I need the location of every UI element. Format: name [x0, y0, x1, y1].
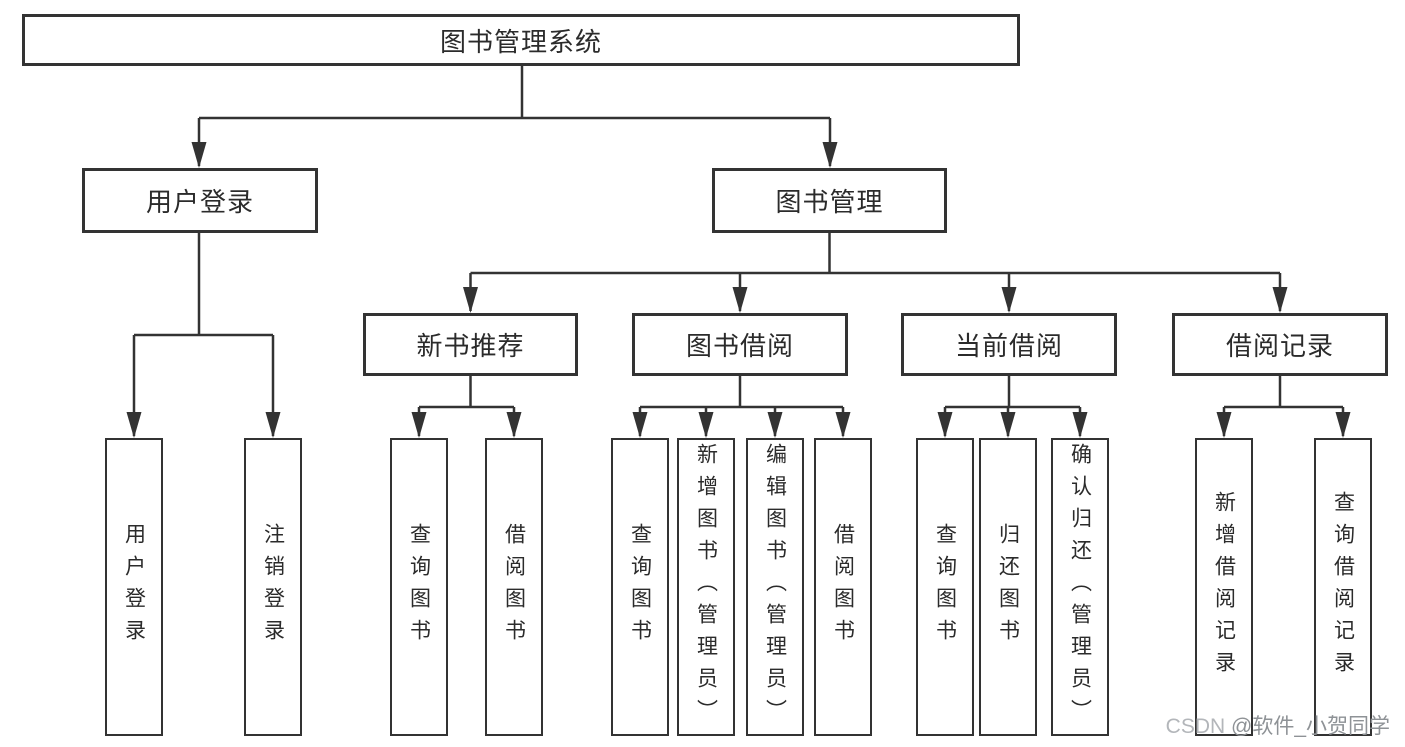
node-book-borrowing: 图书借阅 [632, 313, 848, 376]
node-current-borrowing: 当前借阅 [901, 313, 1117, 376]
arrow-down-icon [126, 412, 142, 438]
leaf-borrow-books-recommend: 借阅图书 [485, 438, 543, 736]
node-label: 图书借阅 [685, 331, 794, 361]
node-label: 借阅记录 [1225, 331, 1334, 361]
arrow-down-icon [265, 412, 281, 438]
node-label: 注销登录 [261, 523, 285, 651]
node-label: 用户登录 [122, 523, 146, 651]
leaf-add-borrow-record: 新增借阅记录 [1195, 438, 1253, 736]
arrow-down-icon [1216, 412, 1232, 438]
node-label: 图书管理系统 [439, 26, 602, 57]
leaf-borrow-books: 借阅图书 [814, 438, 872, 736]
arrow-down-icon [767, 412, 783, 438]
leaf-user-login: 用户登录 [105, 438, 163, 736]
arrow-down-icon [937, 412, 953, 438]
arrow-down-icon [1000, 412, 1016, 438]
node-label: 用户登录 [145, 187, 254, 217]
node-label: 查询图书 [407, 523, 431, 651]
leaf-query-books-current: 查询图书 [916, 438, 974, 736]
node-label: 查询图书 [628, 523, 652, 651]
node-label: 归还图书 [996, 523, 1020, 651]
arrow-down-icon [1335, 412, 1351, 438]
arrow-down-icon [732, 287, 748, 313]
arrow-down-icon [698, 412, 714, 438]
node-label: 借阅图书 [502, 523, 526, 651]
arrow-down-icon [463, 287, 478, 313]
node-label: 查询借阅记录 [1331, 491, 1355, 683]
node-label: 新增图书（管理员） [694, 443, 718, 731]
arrow-down-icon [632, 412, 648, 438]
node-root-system: 图书管理系统 [22, 14, 1020, 66]
node-borrowing-records: 借阅记录 [1172, 313, 1388, 376]
node-book-management: 图书管理 [712, 168, 947, 233]
leaf-query-books-borrowing: 查询图书 [611, 438, 669, 736]
arrow-down-icon [1272, 287, 1288, 313]
node-new-book-recommend: 新书推荐 [363, 313, 578, 376]
leaf-logout: 注销登录 [244, 438, 302, 736]
watermark-author: @软件_小贺同学 [1231, 715, 1390, 738]
connector-edges [132, 66, 1345, 436]
node-label: 查询图书 [933, 523, 957, 651]
node-label: 图书管理 [775, 187, 884, 217]
arrow-down-icon [506, 412, 522, 438]
watermark-site: CSDN [1165, 715, 1231, 738]
arrowhead-icons [126, 142, 1351, 438]
node-label: 当前借阅 [954, 331, 1063, 361]
node-label: 编辑图书（管理员） [763, 443, 787, 731]
arrow-down-icon [191, 142, 207, 168]
arrow-down-icon [835, 412, 851, 438]
node-user-login: 用户登录 [82, 168, 318, 233]
arrow-down-icon [822, 142, 838, 168]
leaf-edit-book-admin: 编辑图书（管理员） [746, 438, 804, 736]
node-label: 借阅图书 [831, 523, 855, 651]
watermark: CSDN @软件_小贺同学 [1166, 710, 1390, 740]
node-label: 确认归还（管理员） [1068, 443, 1092, 731]
arrow-down-icon [411, 412, 427, 438]
leaf-return-book: 归还图书 [979, 438, 1037, 736]
arrow-down-icon [1001, 287, 1017, 313]
leaf-query-books-recommend: 查询图书 [390, 438, 448, 736]
leaf-query-borrow-record: 查询借阅记录 [1314, 438, 1372, 736]
arrow-down-icon [1072, 412, 1088, 438]
node-label: 新书推荐 [416, 331, 525, 361]
leaf-confirm-return-admin: 确认归还（管理员） [1051, 438, 1109, 736]
leaf-add-book-admin: 新增图书（管理员） [677, 438, 735, 736]
node-label: 新增借阅记录 [1212, 491, 1236, 683]
